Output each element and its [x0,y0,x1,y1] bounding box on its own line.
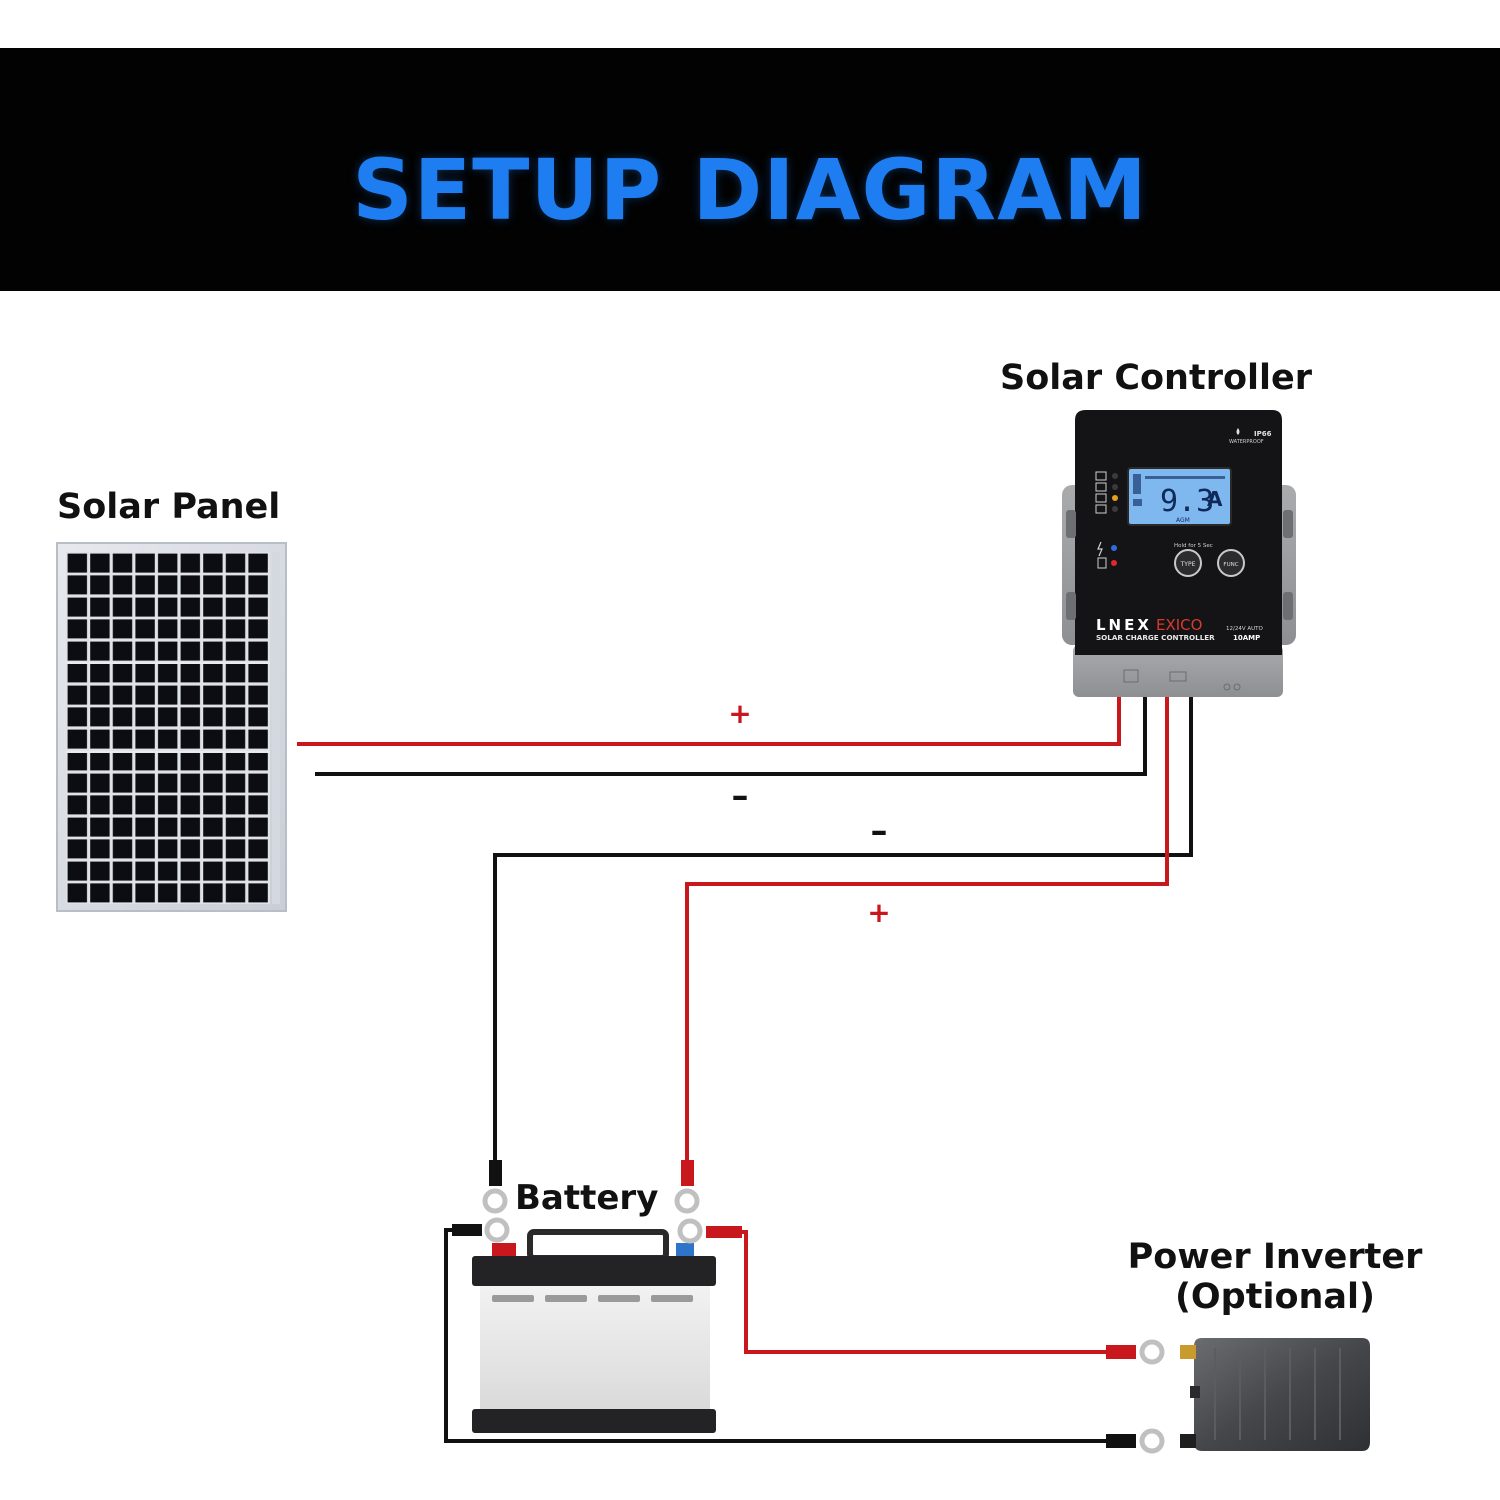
controller-voltage-spec: 12/24V AUTO [1226,626,1264,632]
terminal-port [1233,683,1241,691]
battery-led [1111,560,1117,566]
lcd-bar-segment [1145,476,1225,479]
charge-led [1111,545,1117,551]
battery-positive-sign: + [867,896,890,929]
battery-positive-wire [685,697,1169,1160]
controller-brand: LNEX [1096,616,1152,634]
controller-current-spec: 10AMP [1233,634,1260,642]
load-status-icon [1095,493,1107,503]
controller-clip [1066,592,1076,620]
battery [472,1229,716,1433]
func-button-label: FUNC [1223,562,1238,568]
inverter-pos-ring-lug-end [1139,1339,1165,1365]
negative-ring-lug [482,1188,508,1214]
inverter-body [1194,1338,1370,1451]
power-inverter-label-line2: (Optional) [1174,1277,1376,1317]
lcd-battery-type: AGM [1176,517,1190,524]
solar-panel-cells [66,552,270,904]
battery-terminal-negative [676,1243,694,1256]
panel-positive-wire [297,697,1121,746]
terminal-battery-icon [1169,671,1187,682]
inverter-neg-ring-lug [484,1217,510,1243]
controller-clip [1283,510,1293,538]
controller-clip [1283,592,1293,620]
lcd-sun-segment [1133,474,1141,494]
solar-panel-label: Solar Panel [57,487,281,527]
solar-controller: IP66 WATERPROOF 9.3 A AGM Hold for 5 Sec [1062,410,1296,697]
inverter-neg-lug-sleeve [452,1224,482,1236]
inverter-positive-post [1180,1345,1196,1359]
func-button[interactable] [1217,549,1245,577]
controller-ip-rating: IP66 [1254,430,1272,438]
solar-controller-label: Solar Controller [1000,358,1312,398]
status-led-amber [1112,495,1118,501]
status-indicators [1095,471,1118,569]
battery-label: Battery [515,1178,659,1218]
power-inverter-label: Power Inverter (Optional) [1110,1237,1440,1317]
negative-lug-sleeve [489,1160,502,1186]
controller-lcd [1127,467,1232,526]
lcd-value: 9.3 [1160,484,1214,519]
controller-waterproof-text: WATERPROOF [1229,439,1264,445]
battery-terminal-positive [492,1243,516,1256]
inverter-negative-post [1180,1434,1196,1448]
water-drop-icon [1236,428,1240,435]
battery-lid [472,1256,716,1286]
inverter-pos-lug-sleeve-end [1106,1345,1136,1359]
solar-panel [56,542,287,912]
panel-negative-sign: – [732,776,749,816]
solar-status-icon [1095,471,1107,481]
battery-vents [492,1295,693,1302]
panel-positive-sign: + [728,697,751,730]
controller-terminal-block [1073,645,1283,697]
hold-instruction: Hold for 5 Sec [1174,543,1213,549]
power-inverter [1106,1338,1370,1454]
header-banner [0,48,1500,291]
page-title: SETUP DIAGRAM [352,141,1148,239]
status-led [1112,506,1118,512]
controller-brand-accent: EXICO [1156,616,1202,634]
battery-negative-sign: – [871,811,888,851]
inverter-positive-wire [742,1230,1106,1354]
battery-body [480,1286,710,1414]
status-led [1112,473,1118,479]
solar-panel-edge [272,552,280,904]
panel-negative-wire [315,697,1147,776]
type-button-label: TYPE [1180,561,1196,568]
inverter-pos-ring-lug [677,1218,703,1244]
charge-bolt-icon [1097,541,1103,557]
inverter-neg-lug-sleeve-end [1106,1434,1136,1448]
terminal-port [1223,683,1231,691]
terminal-solar-icon [1123,669,1139,683]
inverter-neg-ring-lug-end [1139,1428,1165,1454]
controller-product-line: SOLAR CHARGE CONTROLLER [1096,633,1215,642]
battery-handle [527,1229,669,1261]
inverter-negative-wire [444,1228,1106,1443]
battery-level-icon [1097,557,1107,569]
inverter-fins [1214,1348,1341,1440]
power-inverter-label-line1: Power Inverter [1127,1237,1423,1277]
battery-status-icon [1095,482,1107,492]
inverter-pos-lug-sleeve [706,1226,742,1238]
battery-negative-wire [493,697,1193,1160]
lcd-battery-segment [1133,499,1142,506]
positive-ring-lug [674,1188,700,1214]
battery-base [472,1409,716,1433]
type-button[interactable] [1174,549,1202,577]
status-led [1112,484,1118,490]
battery-connectors [452,1160,742,1244]
wiring [297,697,1193,1443]
lcd-unit: A [1207,487,1223,511]
controller-clip [1066,510,1076,538]
positive-lug-sleeve [681,1160,694,1186]
inverter-bracket [1190,1386,1200,1398]
error-status-icon [1095,504,1107,514]
